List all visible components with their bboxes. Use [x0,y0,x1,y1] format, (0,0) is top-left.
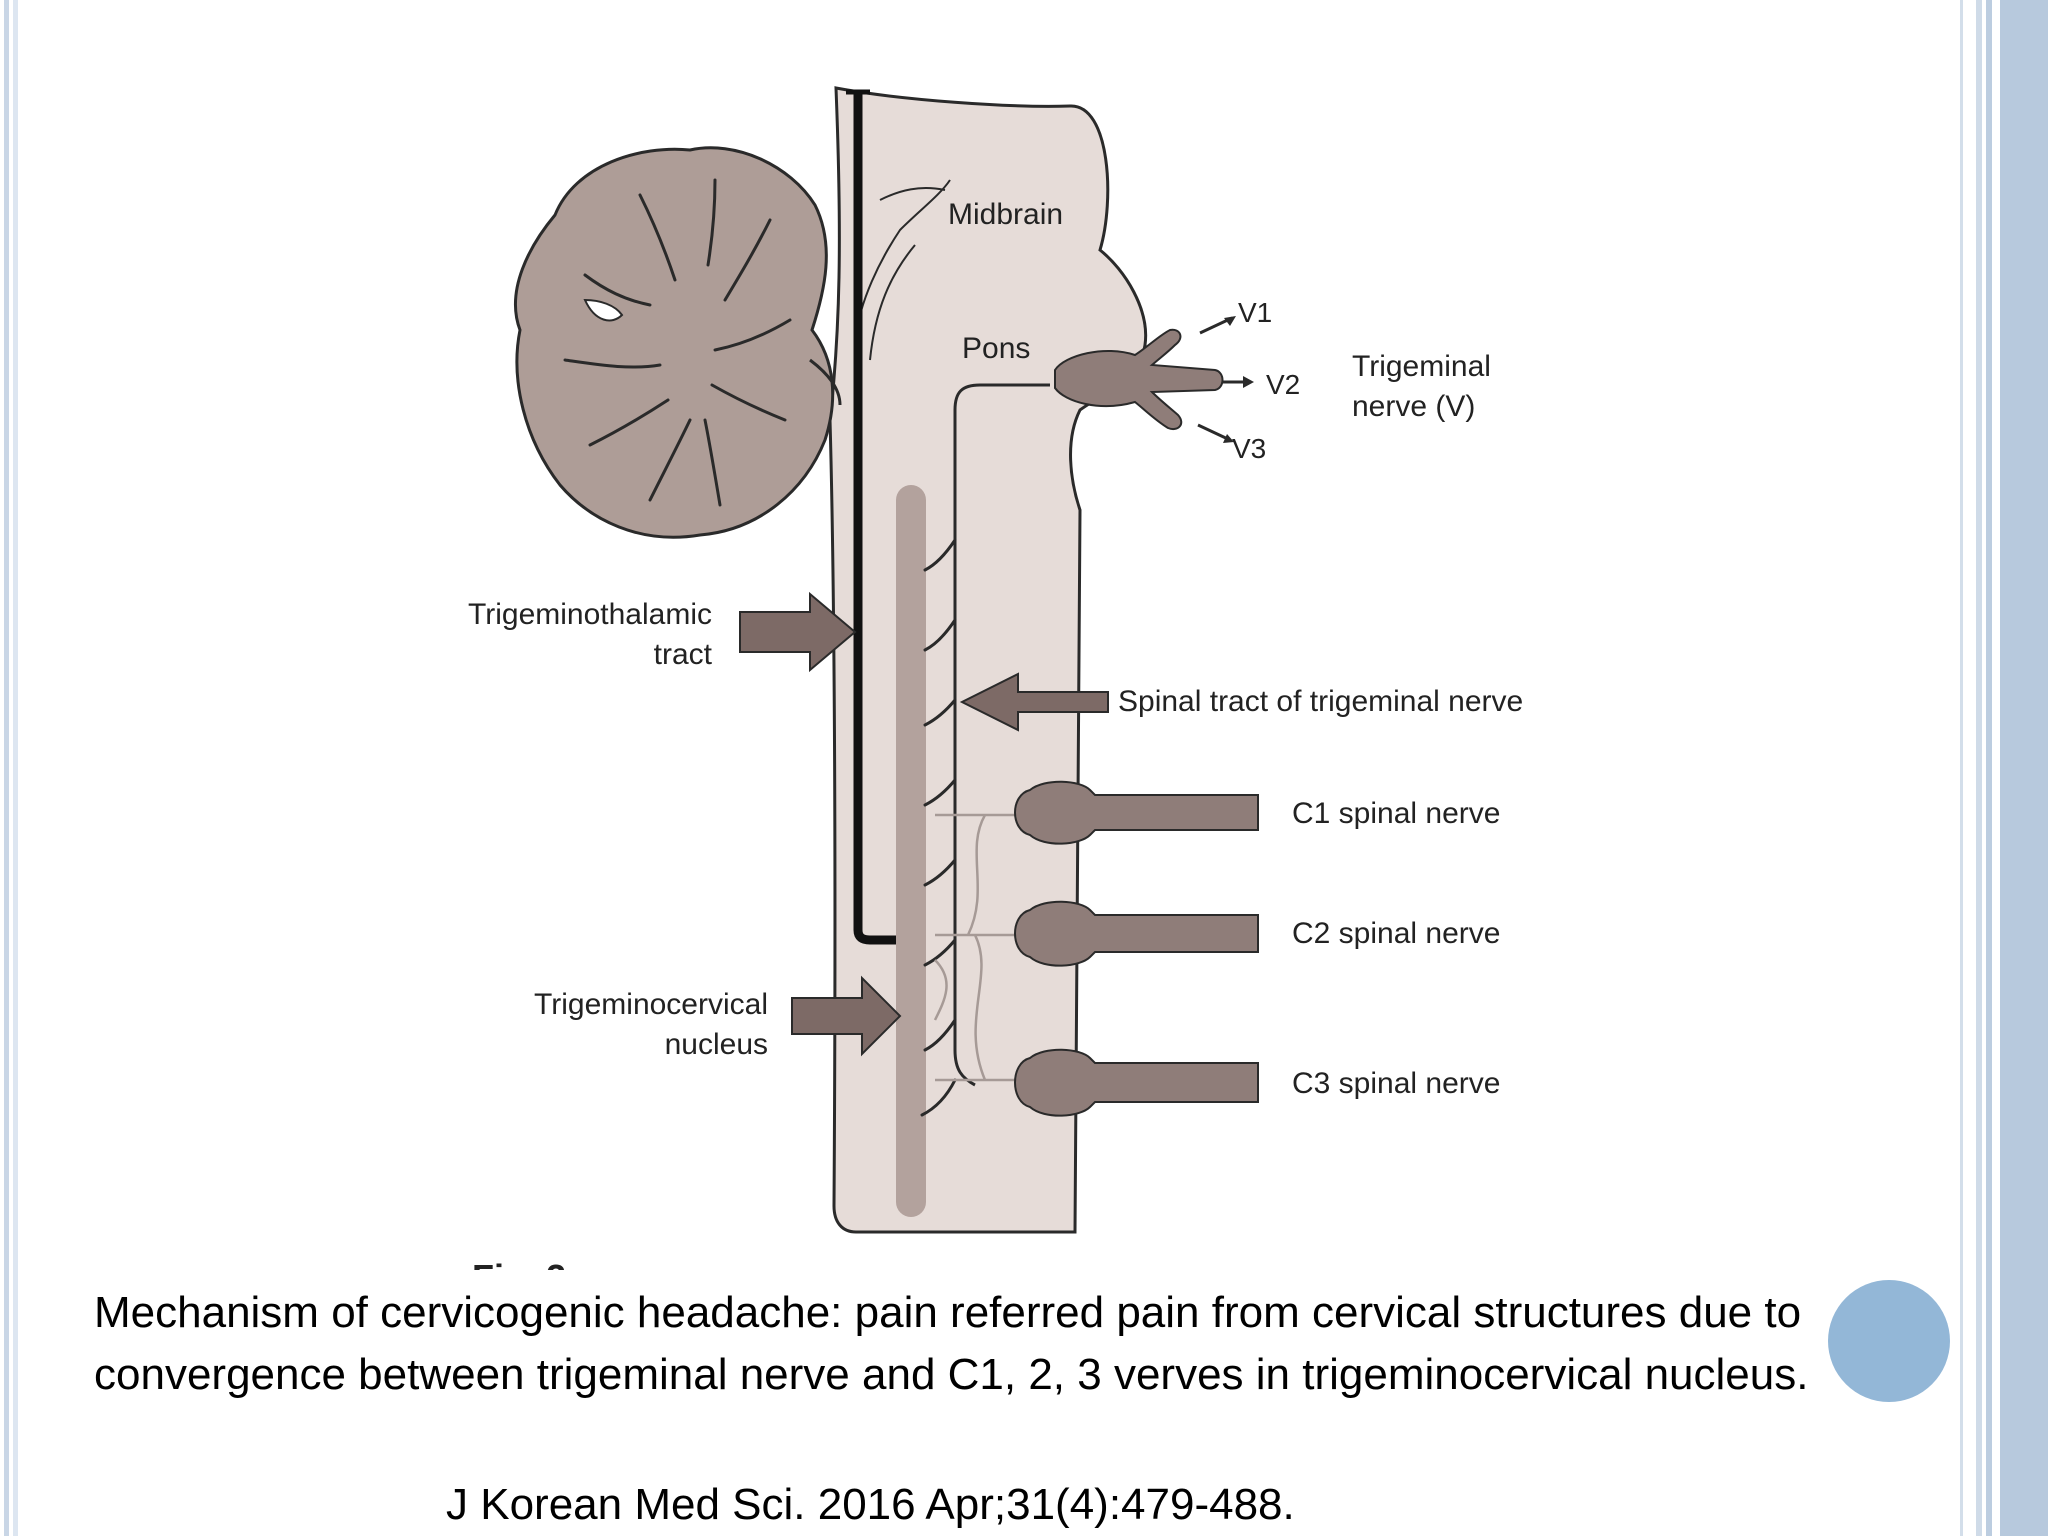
label-c3: C3 spinal nerve [1292,1067,1500,1100]
label-v2: V2 [1266,369,1300,400]
cervicogenic-headache-diagram: Midbrain Pons V1 V2 V3 Trigeminal nerve … [468,86,1523,1290]
label-v3: V3 [1232,433,1266,464]
figure-caption: Mechanism of cervicogenic headache: pain… [94,1288,1809,1399]
c2-spinal-nerve [1014,900,1259,967]
label-trigeminocervical-2: nucleus [665,1028,768,1061]
label-trigeminothalamic-1: Trigeminothalamic [468,598,712,631]
cerebellum [514,146,842,539]
label-trigeminal-nerve-1: Trigeminal [1352,350,1491,383]
decorative-circle [1828,1280,1950,1402]
slide-frame-left [0,0,22,1536]
trigeminothalamic-arrow [739,591,857,673]
spinal-tract-line [953,383,1050,1087]
c3-spinal-nerve [1014,1048,1259,1117]
spinal-nerve-connections [933,813,1020,1082]
slide-frame-right [1960,0,2048,1536]
label-c2: C2 spinal nerve [1292,917,1500,950]
label-midbrain: Midbrain [948,198,1063,231]
brainstem-outline [828,86,1148,1234]
label-trigeminothalamic-2: tract [654,638,713,671]
label-trigeminocervical-1: Trigeminocervical [534,988,768,1021]
figure-number-fragment: Fig. 2 [472,1257,566,1290]
label-spinal-tract: Spinal tract of trigeminal nerve [1118,685,1523,718]
trigeminocervical-arrow [791,975,902,1057]
c1-spinal-nerve [1014,780,1259,845]
label-c1: C1 spinal nerve [1292,797,1500,830]
spinal-tract-arrow [959,672,1109,732]
label-pons: Pons [962,332,1030,365]
trigeminocervical-nucleus-column [896,485,926,1217]
citation: J Korean Med Sci. 2016 Apr;31(4):479-488… [446,1480,1295,1529]
trigeminothalamic-tract-line [853,92,898,945]
collateral-branches [920,538,957,1117]
label-v1: V1 [1238,297,1272,328]
label-trigeminal-nerve-2: nerve (V) [1352,390,1475,423]
